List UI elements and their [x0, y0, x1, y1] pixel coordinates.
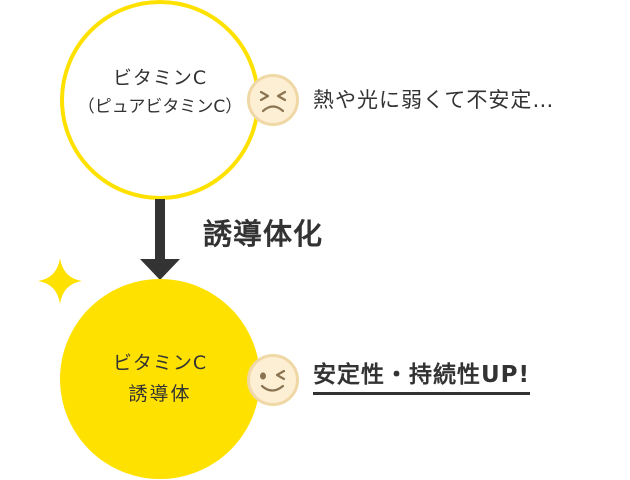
vitamin-c-circle	[60, 0, 260, 200]
vitamin-c-derivative-circle	[60, 279, 260, 479]
sparkle-icon	[38, 258, 82, 304]
arrow-head	[140, 259, 180, 280]
vitamin-c-derivative-subtitle: 誘導体	[128, 383, 192, 405]
stability-note: 安定性・持続性UP!	[313, 360, 531, 395]
vitamin-c-derivative-title: ビタミンC	[112, 352, 208, 374]
vitamin-c-title: ビタミンC	[112, 67, 208, 89]
vitamin-c-subtitle: （ピュアビタミンC）	[77, 97, 243, 117]
down-arrow-icon	[155, 199, 165, 261]
sad-face-icon	[247, 74, 299, 126]
vitamin-c-label: ビタミンC （ピュアビタミンC）	[60, 64, 260, 122]
derivatization-label: 誘導体化	[203, 217, 324, 251]
instability-note: 熱や光に弱くて不安定…	[313, 88, 555, 112]
vitamin-c-derivative-label: ビタミンC 誘導体	[60, 348, 260, 410]
wink-face-icon	[247, 354, 299, 406]
